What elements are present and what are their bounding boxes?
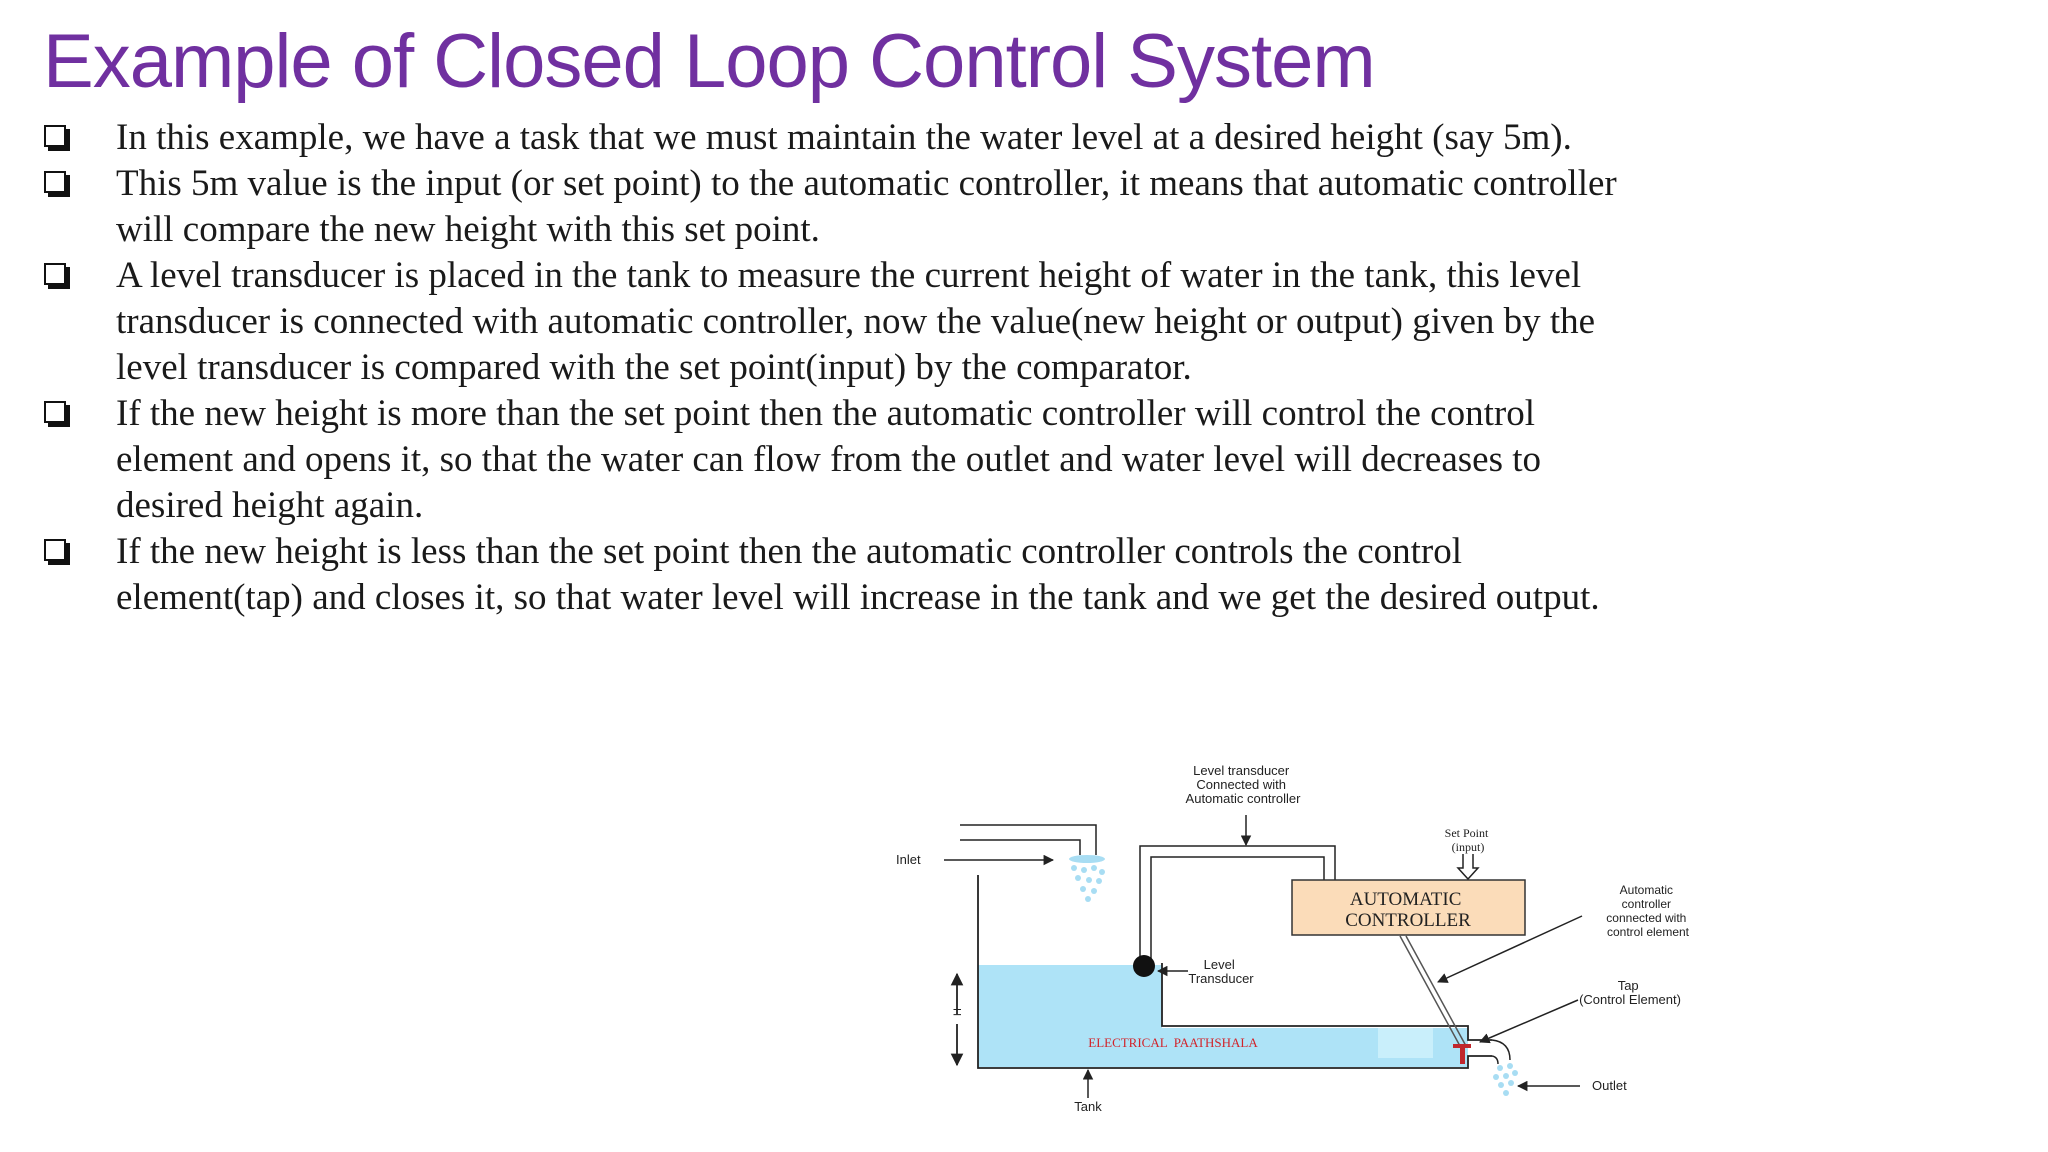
arrow-to-control-link	[1437, 915, 1583, 983]
bullet-text: This 5m value is the input (or set point…	[116, 163, 1617, 250]
level-transducer-label: Level Transducer	[1188, 957, 1254, 986]
label-line: (Control Element)	[1579, 992, 1681, 1007]
checkbox-bullet-icon	[44, 171, 66, 193]
label-line: Level transducer	[1193, 763, 1290, 778]
level-transducer-float	[1133, 955, 1155, 977]
label-line: Automatic controller	[1186, 791, 1302, 806]
transducer-signal-pipe	[1139, 845, 1336, 963]
checkbox-bullet-icon	[44, 125, 66, 147]
label-line: controller	[1622, 897, 1671, 911]
label-line: control element	[1607, 925, 1690, 939]
inlet-pipe	[960, 824, 1097, 855]
tank-water	[978, 965, 1468, 1067]
tap-valve-icon	[1453, 1044, 1471, 1064]
bullet-item: This 5m value is the input (or set point…	[40, 161, 1620, 253]
automatic-controller-box	[1291, 879, 1526, 936]
checkbox-bullet-icon	[44, 401, 66, 423]
inlet-water-drops-icon	[1069, 855, 1105, 902]
bullet-text: In this example, we have a task that we …	[116, 117, 1572, 158]
label-line: Connected with	[1196, 777, 1286, 792]
bullet-item: In this example, we have a task that we …	[40, 115, 1620, 161]
bullet-item: A level transducer is placed in the tank…	[40, 253, 1620, 391]
tap-label: Tap (Control Element)	[1579, 978, 1681, 1007]
checkbox-bullet-icon	[44, 263, 66, 285]
bullet-text: If the new height is more than the set p…	[116, 393, 1542, 526]
bullet-item: If the new height is less than the set p…	[40, 529, 1620, 621]
label-line: CONTROLLER	[1345, 910, 1471, 931]
bullet-text: If the new height is less than the set p…	[116, 531, 1600, 618]
controller-to-tap-link	[1399, 935, 1467, 1047]
outlet-water-drops-icon	[1493, 1063, 1518, 1096]
label-line: Tap	[1618, 978, 1639, 993]
outlet-label: Outlet	[1592, 1078, 1627, 1093]
level-transducer-connected-label: Level transducer Connected with Automati…	[1186, 763, 1302, 806]
label-line: Transducer	[1188, 971, 1254, 986]
arrow-to-tap	[1479, 999, 1579, 1044]
tank-wall	[977, 875, 1492, 1069]
label-line: Automatic	[1620, 883, 1673, 897]
controller-connected-label: Automatic controller connected with cont…	[1606, 883, 1689, 939]
tank-label: Tank	[1074, 1099, 1102, 1114]
checkbox-bullet-icon	[44, 539, 66, 561]
label-line: Level	[1204, 957, 1235, 972]
watermark-text: ELECTRICAL PAATHSHALA	[1088, 1035, 1258, 1050]
outlet-water	[1378, 1028, 1433, 1058]
inlet-label: Inlet	[896, 852, 921, 867]
set-point-arrow-icon	[1456, 854, 1480, 881]
bullet-text: A level transducer is placed in the tank…	[116, 255, 1596, 388]
label-line: connected with	[1606, 911, 1686, 925]
set-point-label: Set Point (input)	[1445, 826, 1492, 854]
label-line: AUTOMATIC	[1350, 889, 1462, 910]
bullet-list: In this example, we have a task that we …	[40, 115, 1620, 621]
label-line: (input)	[1452, 840, 1485, 854]
label-line: Set Point	[1445, 826, 1489, 840]
height-label: H	[952, 1008, 964, 1016]
automatic-controller-label: AUTOMATIC CONTROLLER	[1345, 889, 1471, 931]
tank-control-diagram: Level transducer Connected with Automati…	[896, 763, 1690, 1114]
slide-title: Example of Closed Loop Control System	[43, 19, 1376, 104]
bullet-item: If the new height is more than the set p…	[40, 391, 1620, 529]
outlet-spout	[1491, 1039, 1511, 1065]
